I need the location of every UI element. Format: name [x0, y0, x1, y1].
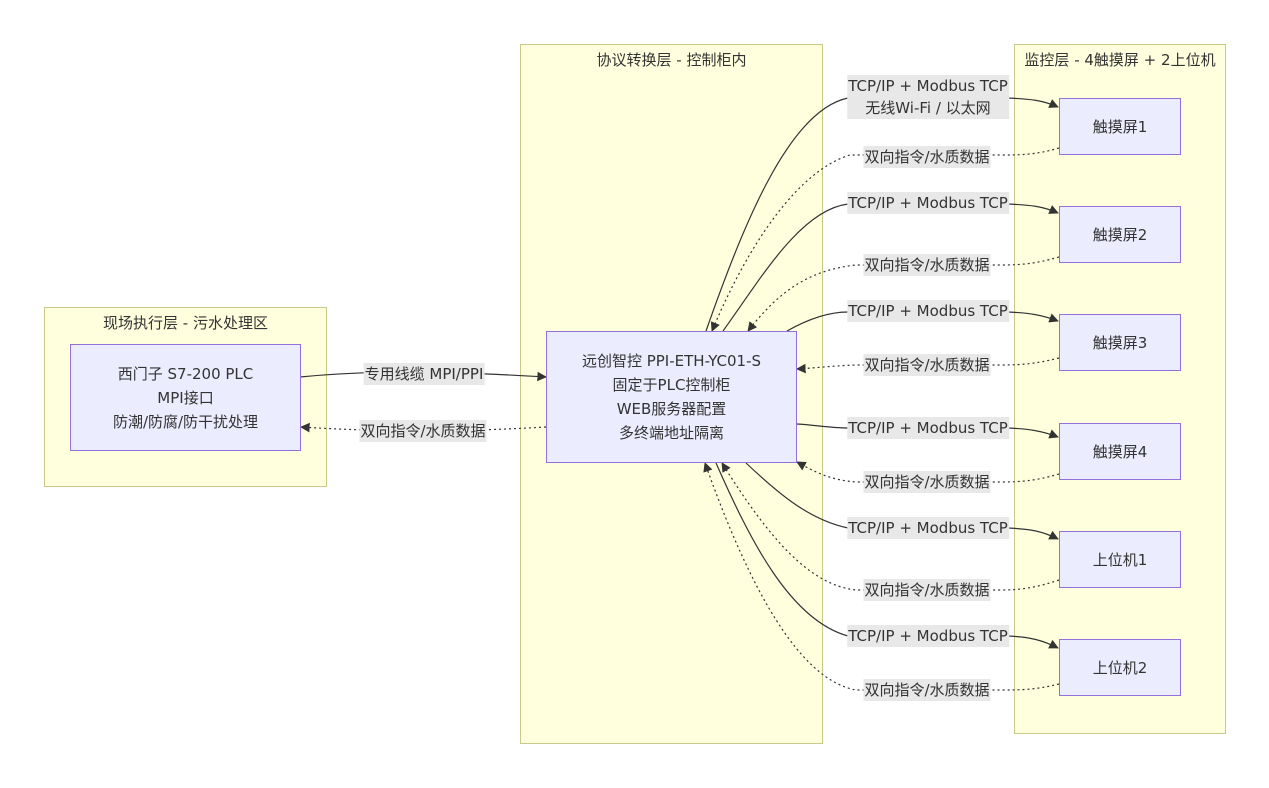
gateway-line3: WEB服务器配置 [616, 400, 727, 418]
edge-label-return-pc2: 双向指令/水质数据 [863, 679, 991, 701]
cluster-title-field: 现场执行层 - 污水处理区 [103, 314, 268, 332]
gateway-node[interactable]: 远创智控 PPI-ETH-YC01-S 固定于PLC控制柜 WEB服务器配置 多… [546, 331, 797, 463]
hmi3-node[interactable]: 触摸屏3 [1059, 314, 1181, 371]
plc-line3: 防潮/防腐/防干扰处理 [112, 412, 259, 431]
pc1-label: 上位机1 [1092, 550, 1148, 569]
edge-label-tcp-pc2: TCP/IP + Modbus TCP [847, 625, 1009, 647]
cluster-title-monitor: 监控层 - 4触摸屏 + 2上位机 [1024, 51, 1216, 69]
edge-gateway-to-pc1 [745, 462, 1059, 540]
gateway-line4: 多终端地址隔离 [618, 424, 724, 442]
hmi2-label: 触摸屏2 [1092, 225, 1148, 244]
plc-line2: MPI接口 [157, 388, 214, 407]
edge-label-plc-return: 双向指令/水质数据 [359, 420, 487, 442]
edge-label-tcp-hmi4: TCP/IP + Modbus TCP [847, 417, 1009, 439]
edge-label-tcp-hmi1: TCP/IP + Modbus TCP 无线Wi-Fi / 以太网 [847, 75, 1009, 119]
pc2-node[interactable]: 上位机2 [1059, 639, 1181, 696]
cluster-title-protocol: 协议转换层 - 控制柜内 [596, 51, 747, 69]
pc2-label: 上位机2 [1092, 658, 1148, 677]
hmi4-node[interactable]: 触摸屏4 [1059, 423, 1181, 480]
hmi2-node[interactable]: 触摸屏2 [1059, 206, 1181, 263]
edge-label-return-hmi3: 双向指令/水质数据 [863, 354, 991, 376]
edge-label-tcp-pc1: TCP/IP + Modbus TCP [847, 517, 1009, 539]
gateway-line1: 远创智控 PPI-ETH-YC01-S [581, 352, 762, 370]
edge-gateway-to-hmi2 [722, 203, 1059, 332]
edge-label-tcp-hmi2: TCP/IP + Modbus TCP [847, 192, 1009, 214]
pc1-node[interactable]: 上位机1 [1059, 531, 1181, 588]
edge-label-tcp-hmi3: TCP/IP + Modbus TCP [847, 300, 1009, 322]
plc-node[interactable]: 西门子 S7-200 PLC MPI接口 防潮/防腐/防干扰处理 [70, 344, 301, 451]
hmi4-label: 触摸屏4 [1092, 442, 1148, 461]
edge-gateway-to-pc2 [715, 462, 1059, 649]
edge-label-cable: 专用线缆 MPI/PPI [363, 363, 485, 385]
edge-label-return-hmi4: 双向指令/水质数据 [863, 471, 991, 493]
hmi1-label: 触摸屏1 [1092, 117, 1148, 136]
edge-label-return-hmi1: 双向指令/水质数据 [863, 146, 991, 168]
edge-label-tcp-hmi1-line1: TCP/IP + Modbus TCP [848, 77, 1008, 95]
edge-gateway-to-hmi1 [705, 97, 1059, 332]
edge-label-tcp-hmi1-line2: 无线Wi-Fi / 以太网 [865, 99, 991, 117]
hmi1-node[interactable]: 触摸屏1 [1059, 98, 1181, 155]
edge-hmi2-to-gateway [747, 256, 1060, 332]
edge-label-return-hmi2: 双向指令/水质数据 [863, 254, 991, 276]
edge-pc2-to-gateway [703, 462, 1060, 691]
gateway-line2: 固定于PLC控制柜 [612, 376, 731, 394]
edge-label-return-pc1: 双向指令/水质数据 [863, 579, 991, 601]
hmi3-label: 触摸屏3 [1092, 333, 1148, 352]
cluster-monitor-layer: 监控层 - 4触摸屏 + 2上位机 [1014, 44, 1226, 734]
edge-hmi1-to-gateway [710, 147, 1060, 332]
plc-line1: 西门子 S7-200 PLC [117, 364, 254, 383]
